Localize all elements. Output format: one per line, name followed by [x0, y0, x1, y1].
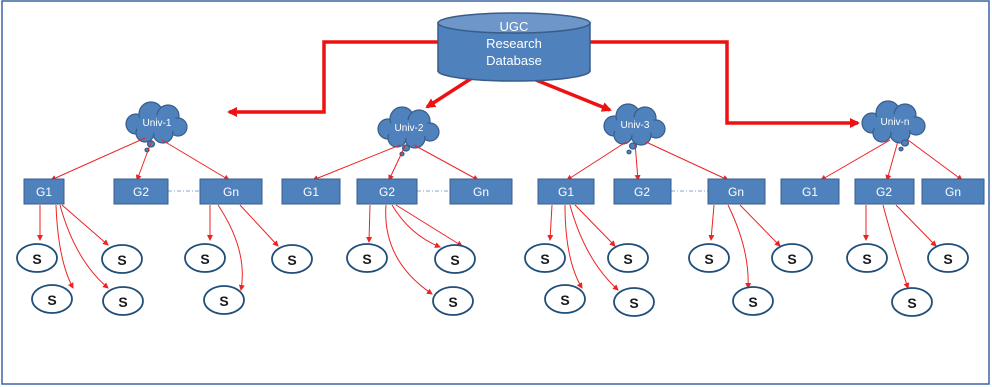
student-node: S [607, 243, 649, 273]
student-node: S [31, 284, 73, 314]
arrow-to-univ-3 [530, 76, 612, 112]
student-label: S [448, 294, 457, 310]
student-label: S [629, 295, 638, 311]
group-label: Gn [223, 185, 239, 199]
student-label: S [540, 251, 549, 267]
group-box: G1 [23, 178, 65, 205]
database-label-line-1: UGC [500, 19, 529, 34]
student-label: S [862, 251, 871, 267]
university-1: Univ-1 G1 G2 Gn S S [16, 101, 313, 316]
student-node: S [732, 286, 774, 316]
student-label: S [560, 292, 569, 308]
student-node: S [432, 286, 474, 316]
student-node: S [346, 243, 388, 273]
student-label: S [32, 251, 41, 267]
group-box: Gn [199, 178, 263, 205]
group-box: Gn [449, 178, 513, 205]
student-label: S [748, 294, 757, 310]
student-label: S [787, 251, 796, 267]
group-box: G1 [780, 178, 840, 205]
group-label: G1 [558, 185, 574, 199]
arrow-to-univ-1 [227, 40, 438, 117]
group-box: G2 [854, 178, 915, 205]
group-label: G2 [634, 185, 650, 199]
group-to-student-arrows [366, 204, 463, 295]
group-label: G2 [133, 185, 149, 199]
student-node: S [524, 243, 566, 273]
group-box: G1 [281, 178, 341, 205]
group-label: G2 [379, 185, 395, 199]
student-label: S [200, 251, 209, 267]
student-label: S [623, 251, 632, 267]
university-label: Univ-3 [621, 120, 650, 131]
university-label: Univ-2 [395, 123, 424, 134]
group-box: G1 [537, 178, 595, 205]
database-label-line-2: Research [486, 36, 542, 51]
group-box: G2 [113, 178, 169, 205]
student-node: S [16, 243, 58, 273]
group-box: G2 [613, 178, 672, 205]
database-to-university-arrows [227, 40, 860, 128]
student-node: S [184, 243, 226, 273]
student-node: S [771, 243, 813, 273]
university-3: Univ-3 G1 G2 Gn S S [524, 103, 813, 317]
student-node: S [271, 244, 313, 274]
group-to-student-arrows [863, 204, 937, 289]
student-node: S [891, 287, 933, 317]
univ-to-group-arrows [566, 141, 729, 181]
student-node: S [434, 244, 476, 274]
university-cloud: Univ-1 [125, 101, 188, 153]
group-label: Gn [728, 185, 744, 199]
student-node: S [927, 243, 969, 273]
univ-to-group-arrows [312, 144, 479, 181]
student-node: S [846, 243, 888, 273]
student-label: S [219, 293, 228, 309]
student-label: S [704, 251, 713, 267]
university-2: Univ-2 G1 G2 Gn S S S [281, 106, 513, 316]
group-label: G1 [802, 185, 818, 199]
group-to-student-arrows [547, 204, 781, 291]
univ-to-group-arrows [820, 139, 963, 181]
arrow-to-univ-2 [425, 76, 473, 109]
student-label: S [47, 292, 56, 308]
group-to-student-arrows [37, 204, 279, 291]
student-label: S [907, 295, 916, 311]
student-label: S [362, 251, 371, 267]
student-label: S [118, 294, 127, 310]
group-box: Gn [921, 178, 985, 205]
group-box: Gn [707, 178, 766, 205]
student-node: S [102, 286, 144, 316]
university-cloud: Univ-3 [603, 103, 666, 155]
group-label: G2 [876, 185, 892, 199]
student-label: S [450, 252, 459, 268]
ugc-research-database: UGC Research Database [437, 12, 591, 82]
university-label: Univ-1 [143, 118, 172, 129]
group-label: Gn [473, 185, 489, 199]
group-label: Gn [945, 185, 961, 199]
arrow-to-univ-n [590, 40, 860, 128]
student-label: S [943, 251, 952, 267]
student-node: S [544, 284, 586, 314]
university-label: Univ-n [881, 117, 910, 128]
university-cloud: Univ-n [861, 100, 926, 152]
student-label: S [117, 252, 126, 268]
student-node: S [688, 243, 730, 273]
student-node: S [613, 287, 655, 317]
university-n: Univ-n G1 G2 Gn S S S [780, 100, 985, 317]
student-node: S [101, 244, 143, 274]
student-label: S [287, 252, 296, 268]
student-node: S [203, 285, 245, 315]
univ-to-group-arrows [50, 137, 230, 181]
group-box: G2 [356, 178, 418, 205]
group-label: G1 [303, 185, 319, 199]
database-label-line-3: Database [486, 53, 542, 68]
group-label: G1 [36, 185, 52, 199]
